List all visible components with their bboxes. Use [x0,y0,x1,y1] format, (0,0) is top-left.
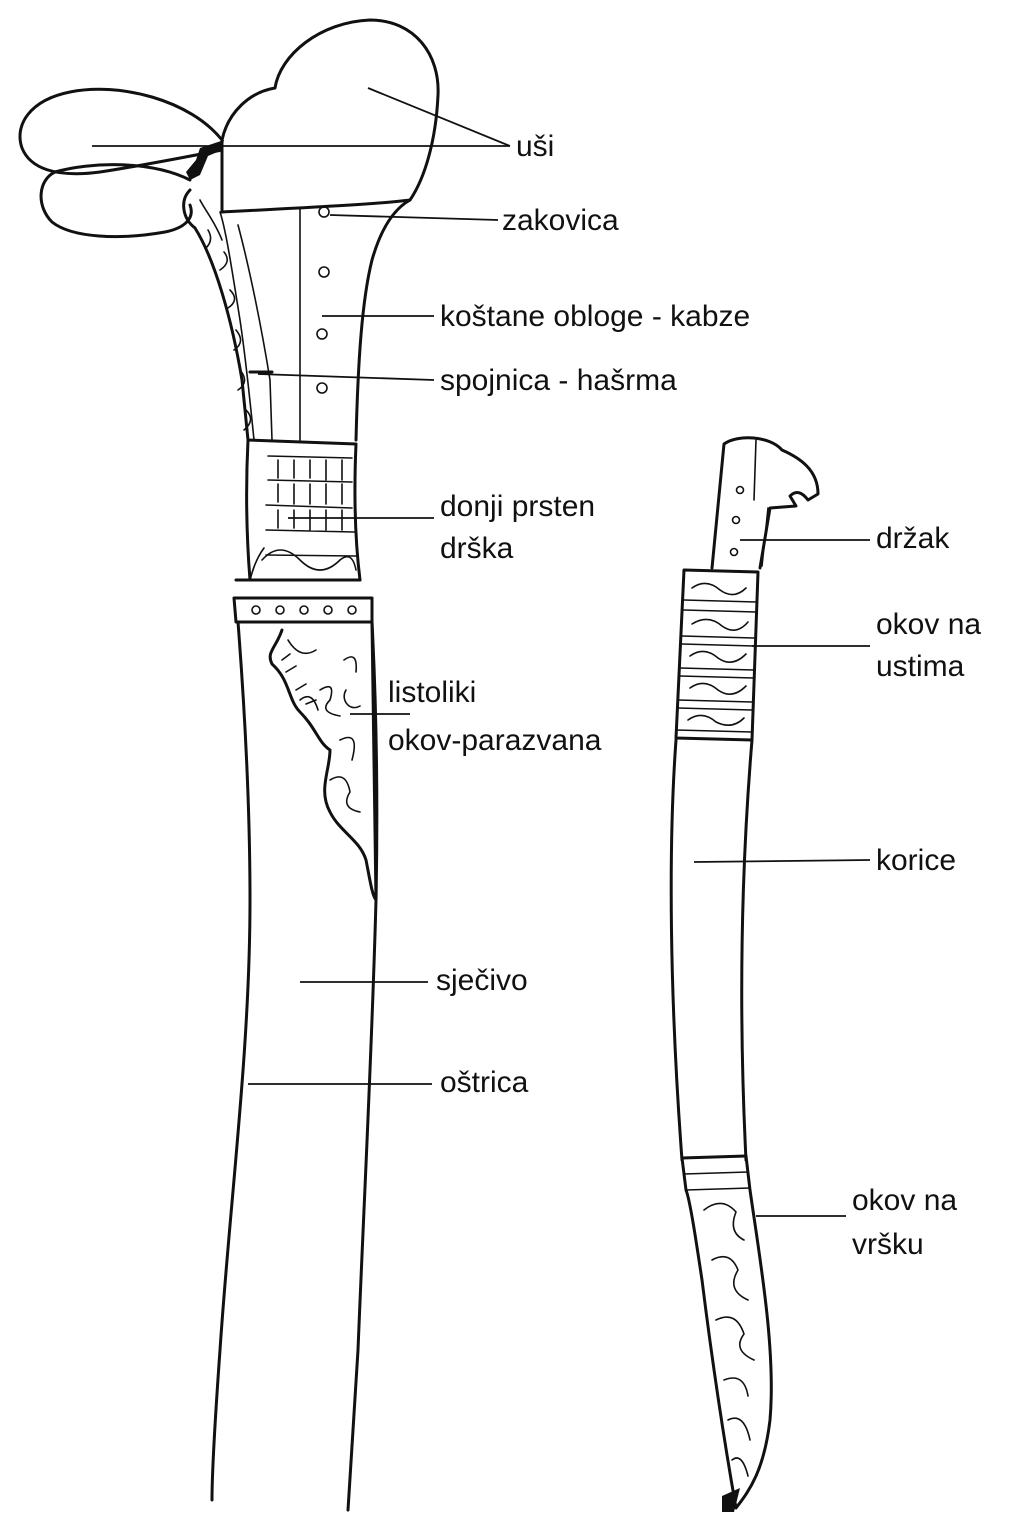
hilt-grip-outline [184,190,410,440]
hilt-ear-right [222,20,438,212]
label-okov-na-vrsku-1: okov na [852,1184,957,1218]
scabbard-hilt-inner [754,440,768,566]
guard-dot [300,606,308,614]
scabbard-hilt [712,438,818,568]
guard-dot [324,606,332,614]
tip-mount-band [684,1172,750,1190]
lower-ring-scroll [250,548,356,580]
label-zakovica: zakovica [502,204,619,238]
label-okov-na-vrsku-2: vršku [852,1228,924,1262]
scabbard-drawing [671,438,870,1512]
mouth-mount-rings [676,583,756,732]
rivet-2 [319,267,329,277]
sword-drawing [20,20,510,1510]
label-donji-prsten: donji prsten [440,490,595,524]
tip-mount-ornament [704,1203,754,1476]
hilt-ear-left-lower [41,165,191,237]
label-usi: uši [516,130,554,164]
hilt-ear-left [20,89,222,173]
leader-zakovica [330,215,498,220]
guard-dot [252,606,260,614]
label-korice: korice [876,844,956,878]
label-sjecivo: sječivo [436,964,528,998]
leader-spojnica [258,374,434,380]
lower-ring-rows [266,456,356,556]
rivet-4 [317,383,327,393]
label-okov-parazvana: okov-parazvana [388,724,601,758]
guard-dot [348,606,356,614]
label-okov-na-ustima-2: ustima [876,650,964,684]
leader-korice [694,860,870,862]
label-kostane-obloge: koštane obloge - kabze [440,300,750,334]
rivet-3 [317,329,327,339]
label-spojnica: spojnica - hašrma [440,364,677,398]
scabbard-rivet [737,487,744,494]
tip-mount [682,1156,771,1508]
label-listoliki: listoliki [388,676,476,710]
label-drzak: držak [876,522,949,556]
guard-dot [276,606,284,614]
scabbard-rivet [731,549,738,556]
grip-ornament-band [200,200,272,440]
label-drska: drška [440,532,513,566]
scabbard-body [671,740,752,1160]
guard-band [234,580,372,622]
label-okov-na-ustima-1: okov na [876,608,981,642]
label-ostrica: oštrica [440,1066,528,1100]
blade-outline [212,622,377,1510]
leaf-mount-ornament [282,640,360,812]
leaf-mount [270,622,376,900]
rivet-1 [319,207,329,217]
scabbard-rivet [733,517,740,524]
